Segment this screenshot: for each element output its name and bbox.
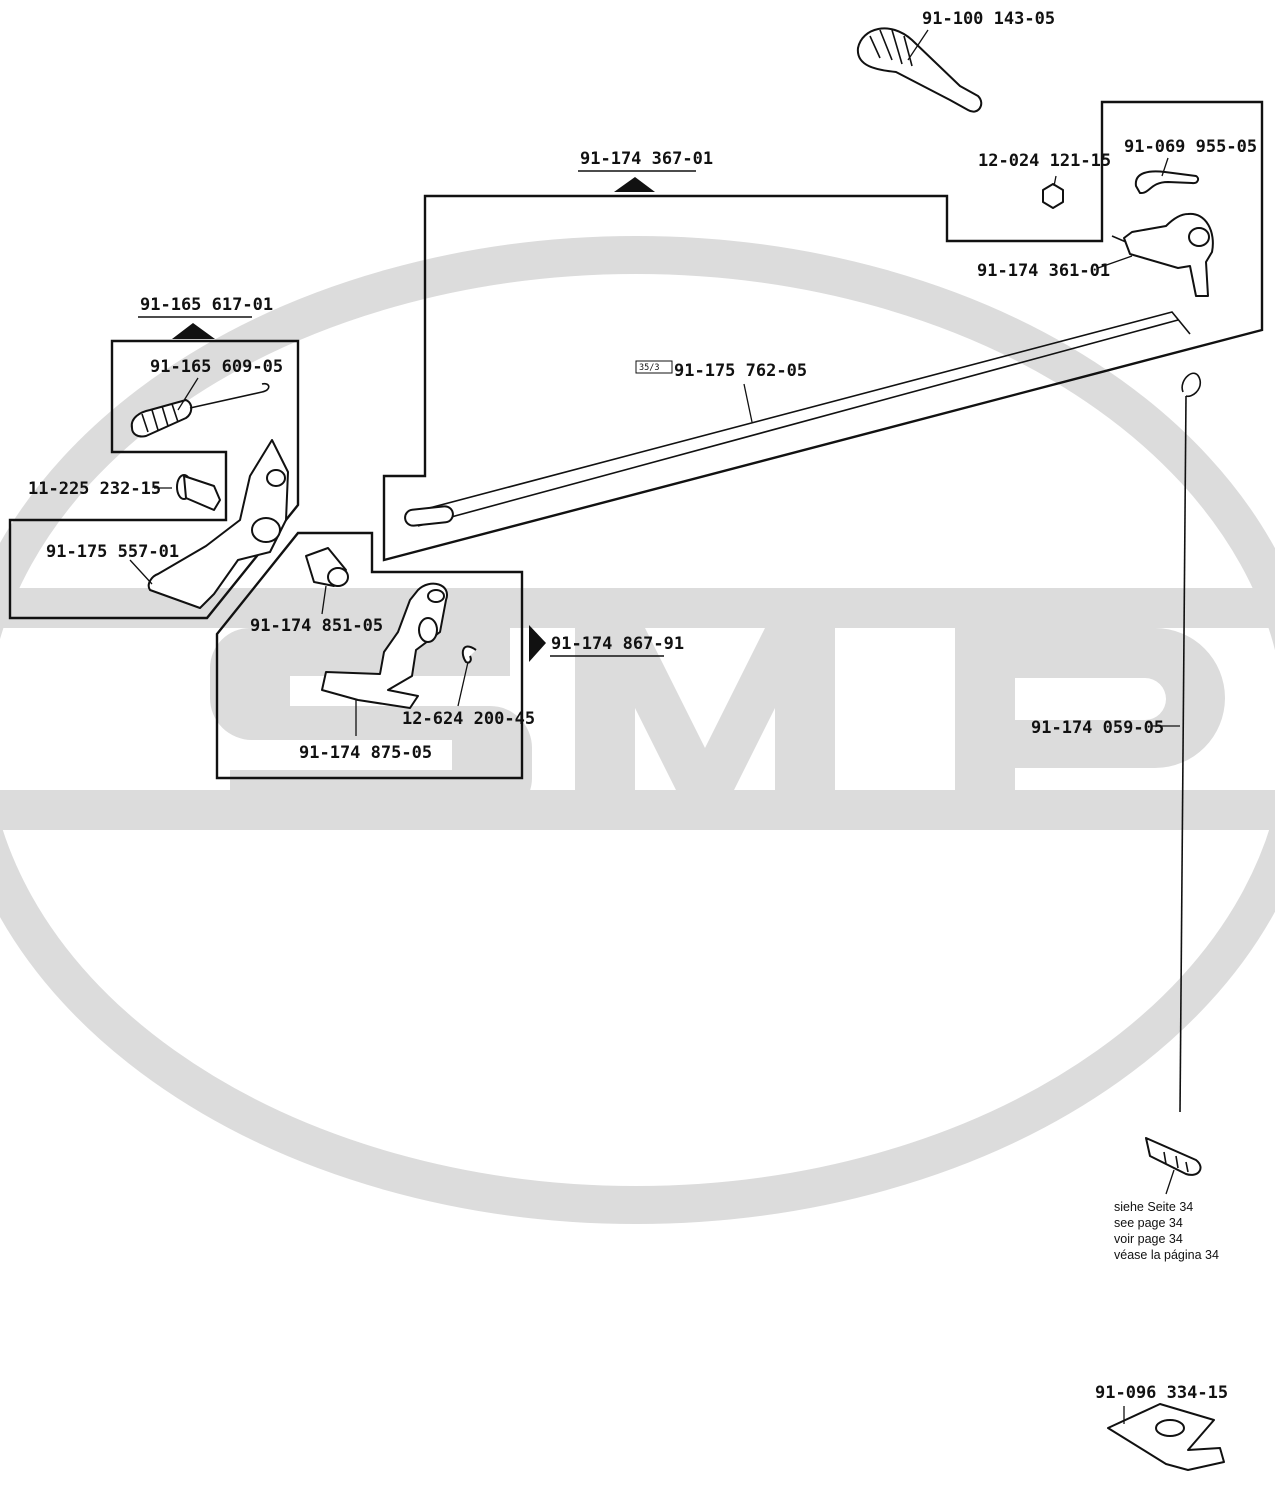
crossref-fr: voir page 34 [1114, 1232, 1183, 1246]
label-nut: 12-024 121-15 [978, 151, 1111, 171]
label-assembly-top-right: 91-174 367-01 [580, 149, 713, 169]
assembly-frame-top-right [382, 100, 1264, 562]
part-long-wire [1179, 372, 1202, 1113]
watermark [0, 236, 1275, 1224]
label-long-wire: 91-174 059-05 [1031, 718, 1164, 738]
label-lever-middle: 91-174 875-05 [299, 743, 432, 763]
assembly-marker-middle [529, 625, 546, 662]
watermark-letter-s [210, 628, 532, 818]
watermark-ellipse [0, 236, 1275, 1224]
reference-tag-text: 35/3 [639, 363, 659, 373]
label-link-rod: 91-175 762-05 [674, 361, 807, 381]
part-screw-left [176, 474, 221, 511]
leader-lines [129, 29, 1180, 1424]
crossref-es: véase la página 34 [1114, 1248, 1219, 1262]
assembly-frame-left-top [8, 339, 300, 620]
crossref-de: siehe Seite 34 [1114, 1200, 1193, 1214]
part-screw-top [856, 27, 983, 113]
part-set-screw [1145, 1137, 1202, 1176]
assembly-frame-middle [215, 531, 524, 780]
part-bracket-left [147, 439, 289, 609]
label-spring-left: 91-165 609-05 [150, 357, 283, 377]
part-lever-right [1111, 212, 1214, 297]
label-lever-right: 91-174 361-01 [977, 261, 1110, 281]
label-assembly-middle: 91-174 867-91 [551, 634, 684, 654]
label-screw-left: 11-225 232-15 [28, 479, 161, 499]
label-assembly-left-top: 91-165 617-01 [140, 295, 273, 315]
link-rod-reference-tag: 35/3 [635, 360, 673, 374]
reference-tag-box [635, 360, 673, 374]
part-bushing [305, 547, 349, 587]
watermark-band-bottom [0, 790, 1275, 830]
assembly-marker-top-right [614, 177, 655, 192]
crossref-en: see page 34 [1114, 1216, 1183, 1230]
part-lever-middle [321, 582, 448, 709]
part-nut [1042, 183, 1064, 209]
label-screw-top: 91-100 143-05 [922, 9, 1055, 29]
watermark-letter-p [955, 628, 1225, 818]
label-retaining-ring: 12-624 200-45 [402, 709, 535, 729]
watermark-letter-m [575, 628, 835, 818]
part-link-rod [404, 311, 1191, 527]
label-bottom-bracket: 91-096 334-15 [1095, 1383, 1228, 1403]
part-spring-left [130, 382, 270, 438]
label-bushing: 91-174 851-05 [250, 616, 383, 636]
label-spring-clip: 91-069 955-05 [1124, 137, 1257, 157]
part-retaining-ring [461, 645, 477, 664]
part-bottom-bracket [1107, 1403, 1225, 1471]
assembly-marker-left-top [172, 323, 215, 339]
label-bracket-left: 91-175 557-01 [46, 542, 179, 562]
part-spring-clip [1134, 170, 1200, 195]
